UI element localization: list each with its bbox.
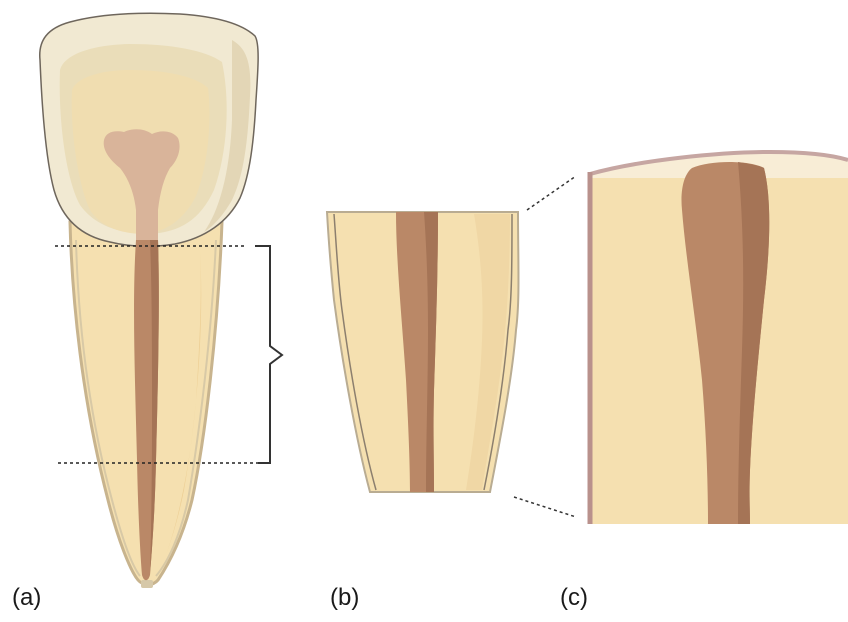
root-apex — [141, 580, 153, 588]
panel-label-a: (a) — [12, 584, 41, 612]
panel-b-root-section — [327, 212, 519, 492]
panel-label-c: (c) — [560, 584, 588, 612]
section-bracket — [255, 246, 282, 463]
panel-c-enlarged-section — [590, 152, 848, 524]
zoom-line-top — [527, 176, 576, 210]
panel-label-b: (b) — [330, 584, 359, 612]
zoom-line-bottom — [514, 497, 576, 517]
panel-a-tooth — [40, 13, 282, 588]
